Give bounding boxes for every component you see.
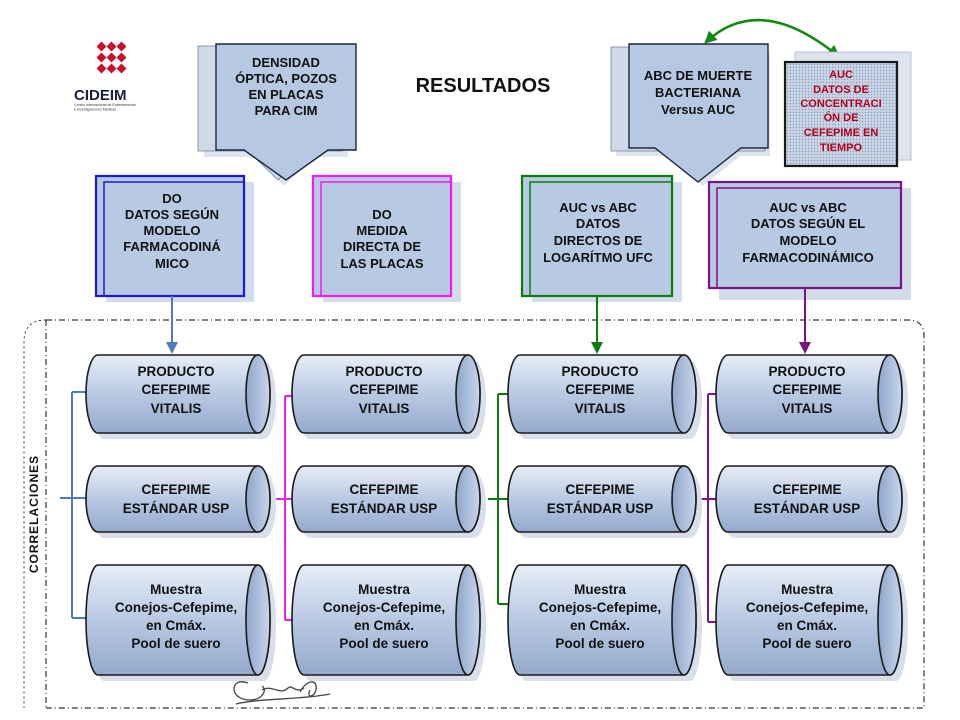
cylinder-col3-row3-line-2: Conejos-Cefepime, [539,600,661,615]
cylinder-col4-row1-line-3: VITALIS [782,401,833,416]
cylinder-col2-row3-line-4: Pool de suero [339,636,428,651]
cylinder-col4-row3-line-1: Muestra [781,582,833,597]
column-3-header: AUC vs ABC DATOS DIRECTOS DE LOGARÍTMO U… [520,174,682,302]
cylinder-col2-row1: PRODUCTO CEFEPIME VITALIS [291,354,486,439]
cylinder-col4-row1-line-2: CEFEPIME [772,382,841,397]
cylinder-col3-row2: CEFEPIME ESTÁNDAR USP [507,465,702,538]
cylinder-col3-row1-line-1: PRODUCTO [561,364,638,379]
top-left-arrow: DENSIDAD ÓPTICA, POZOS EN PLACAS PARA CI… [197,43,357,186]
cylinder-col1-row1-line-3: VITALIS [151,401,202,416]
cylinder-col2-row2: CEFEPIME ESTÁNDAR USP [291,465,486,538]
top-right-arrow-line-1: ABC DE MUERTE [644,68,753,83]
column-1-header-line-3: MODELO [143,223,200,238]
cylinder-col3-row2-line-2: ESTÁNDAR USP [547,501,654,516]
cylinder-col4-row2-line-2: ESTÁNDAR USP [754,501,861,516]
column-2-header-line-1: DO [372,207,392,222]
cylinder-col3-row1: PRODUCTO CEFEPIME VITALIS [507,354,702,439]
column-1-header-line-2: DATOS SEGÚN [125,207,219,222]
column-4-header-line-1: AUC vs ABC [769,200,847,215]
cylinder-col2-row1-line-3: VITALIS [359,401,410,416]
auc-box: AUC DATOS DE CONCENTRACI ÓN DE CEFEPIME … [783,51,912,168]
column-3-header-line-3: DIRECTOS DE [554,233,643,248]
cylinder-col4-row3-line-3: en Cmáx. [777,618,837,633]
double-curved-arrow [704,18,840,58]
cideim-logo: CIDEIM Centro Internacional de Entrenami… [74,41,136,112]
auc-box-line-4: ÓN DE [824,111,859,124]
logo-name: CIDEIM [74,87,127,104]
correlations-panel: CORRELACIONES [23,319,925,709]
column-2-header: DO MEDIDA DIRECTA DE LAS PLACAS [311,174,461,302]
column-3-header-line-1: AUC vs ABC [559,200,637,215]
cylinder-col2-row3-line-3: en Cmáx. [354,618,414,633]
column-3-connector [488,296,603,609]
cylinder-col1-row1: PRODUCTO CEFEPIME VITALIS [85,354,276,439]
column-1-header-line-5: MICO [155,256,189,271]
column-1-header-line-1: DO [162,191,182,206]
column-4-header-line-3: MODELO [779,233,836,248]
logo-subtitle-1: Centro Internacional de Entrenamiento [74,103,136,107]
cylinders-grid: PRODUCTO CEFEPIME VITALIS CEFEPIME ESTÁNDAR … [85,354,908,681]
auc-box-line-1: AUC [829,69,853,81]
cylinder-col1-row3-line-2: Conejos-Cefepime, [115,600,237,615]
cylinder-col2-row1-line-2: CEFEPIME [349,382,418,397]
cylinder-col1-row2-line-2: ESTÁNDAR USP [123,501,230,516]
cylinder-col2-row1-line-1: PRODUCTO [345,364,422,379]
cylinder-col3-row3-line-3: en Cmáx. [570,618,630,633]
cylinder-col2-row3-line-2: Conejos-Cefepime, [323,600,445,615]
top-right-arrow-line-3: Versus AUC [661,102,736,117]
column-2-header-line-2: MEDIDA [356,223,408,238]
auc-box-line-3: CONCENTRACI [800,98,881,110]
cylinder-col3-row3-line-4: Pool de suero [555,636,644,651]
cylinder-col4-row3-line-2: Conejos-Cefepime, [746,600,868,615]
column-2-header-line-4: LAS PLACAS [340,256,423,271]
top-left-arrow-line-3: EN PLACAS [248,87,323,102]
cylinder-col1-row1-line-1: PRODUCTO [137,364,214,379]
cylinder-col4-row2-line-1: CEFEPIME [772,482,841,497]
cylinder-col4-row2: CEFEPIME ESTÁNDAR USP [715,465,908,538]
auc-box-line-2: DATOS DE [813,84,869,96]
cylinder-col3-row1-line-3: VITALIS [575,401,626,416]
column-4-header-line-4: FARMACODINÁMICO [742,250,873,265]
column-2-header-line-3: DIRECTA DE [343,239,421,254]
cylinder-col1-row2-line-1: CEFEPIME [141,482,210,497]
page-title: RESULTADOS [416,75,551,97]
cylinder-col3-row1-line-2: CEFEPIME [565,382,634,397]
cylinder-col3-row2-line-1: CEFEPIME [565,482,634,497]
column-3-header-line-2: DATOS [576,216,621,231]
cylinder-col2-row3-line-1: Muestra [358,582,410,597]
cylinder-col2-row2-line-1: CEFEPIME [349,482,418,497]
cylinder-col2-row2-line-2: ESTÁNDAR USP [331,501,438,516]
signature [233,681,331,705]
correlations-label: CORRELACIONES [27,455,41,573]
cylinder-col1-row2: CEFEPIME ESTÁNDAR USP [85,465,276,538]
column-1-header: DO DATOS SEGÚN MODELO FARMACODINÁ MICO [94,174,254,302]
top-left-arrow-line-1: DENSIDAD [252,55,320,70]
cylinder-col1-row1-line-2: CEFEPIME [141,382,210,397]
logo-subtitle-2: e Investigaciones Médicas [74,108,116,112]
cylinder-col3-row3-line-1: Muestra [574,582,626,597]
auc-box-line-5: CEFEPIME EN [804,127,879,139]
cylinder-col4-row3-line-4: Pool de suero [762,636,851,651]
column-3-header-line-4: LOGARÍTMO UFC [543,250,653,265]
logo-mark-icon [96,41,127,74]
top-right-arrow: ABC DE MUERTE BACTERIANA Versus AUC [610,43,770,186]
cylinder-col1-row3-line-3: en Cmáx. [146,618,206,633]
cylinder-col1-row3-line-4: Pool de suero [131,636,220,651]
auc-box-line-6: TIEMPO [820,142,863,154]
column-4-header-line-2: DATOS SEGÚN EL [751,216,865,231]
cylinder-col1-row3-line-1: Muestra [150,582,202,597]
column-4-header: AUC vs ABC DATOS SEGÚN EL MODELO FARMACO… [707,180,911,300]
top-right-arrow-line-2: BACTERIANA [655,85,742,100]
cylinder-col4-row1-line-1: PRODUCTO [768,364,845,379]
cylinder-col4-row1: PRODUCTO CEFEPIME VITALIS [715,354,908,439]
top-left-arrow-line-2: ÓPTICA, POZOS [235,71,337,86]
top-left-arrow-line-4: PARA CIM [255,103,318,118]
column-1-header-line-4: FARMACODINÁ [123,239,221,254]
